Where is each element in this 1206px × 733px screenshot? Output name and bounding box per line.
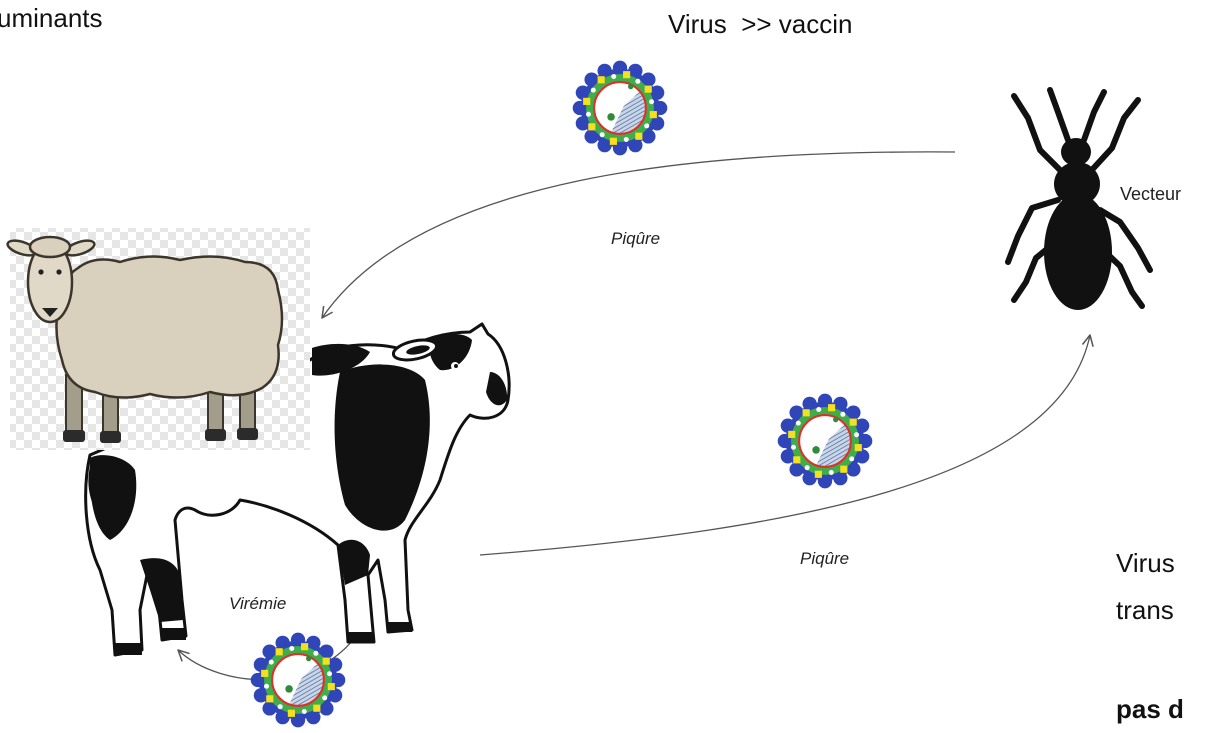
sheep-body: [56, 256, 282, 397]
virus-particle-icon: [778, 394, 873, 489]
cow-pupil: [454, 364, 458, 368]
insect-abdomen: [1044, 194, 1112, 310]
cow-hoof: [348, 632, 374, 642]
sheep-eye: [38, 269, 43, 274]
bite-to-vector-label: Piqûre: [800, 549, 849, 569]
side-text-line-bold: pas d: [1116, 694, 1184, 725]
ruminants-title: uminants: [0, 3, 103, 34]
viremia-label: Virémie: [229, 594, 286, 614]
vector-label: Vecteur: [1120, 184, 1181, 206]
insect-antenna: [1050, 90, 1068, 140]
bite-to-host-label: Piqûre: [611, 229, 660, 249]
insect-antenna: [1084, 92, 1104, 140]
side-text-line: Virus: [1116, 548, 1175, 579]
sheep-hoof: [63, 430, 85, 442]
sheep-hoof: [205, 429, 226, 441]
insect-head: [1061, 138, 1091, 166]
side-text-line: trans: [1116, 595, 1174, 626]
sheep-topknot: [30, 237, 70, 257]
sheep-hoof: [100, 431, 121, 443]
cow-hoof: [388, 622, 412, 632]
cow-hoof: [115, 643, 142, 655]
sheep-eye: [56, 269, 61, 274]
virus-particle-icon: [251, 633, 346, 728]
sheep-hoof: [237, 428, 258, 440]
sheep-icon: [6, 228, 310, 450]
virus-vaccine-title: Virus >> vaccin: [668, 9, 853, 40]
virus-particle-icon: [573, 61, 668, 156]
cow-hoof: [162, 628, 186, 640]
